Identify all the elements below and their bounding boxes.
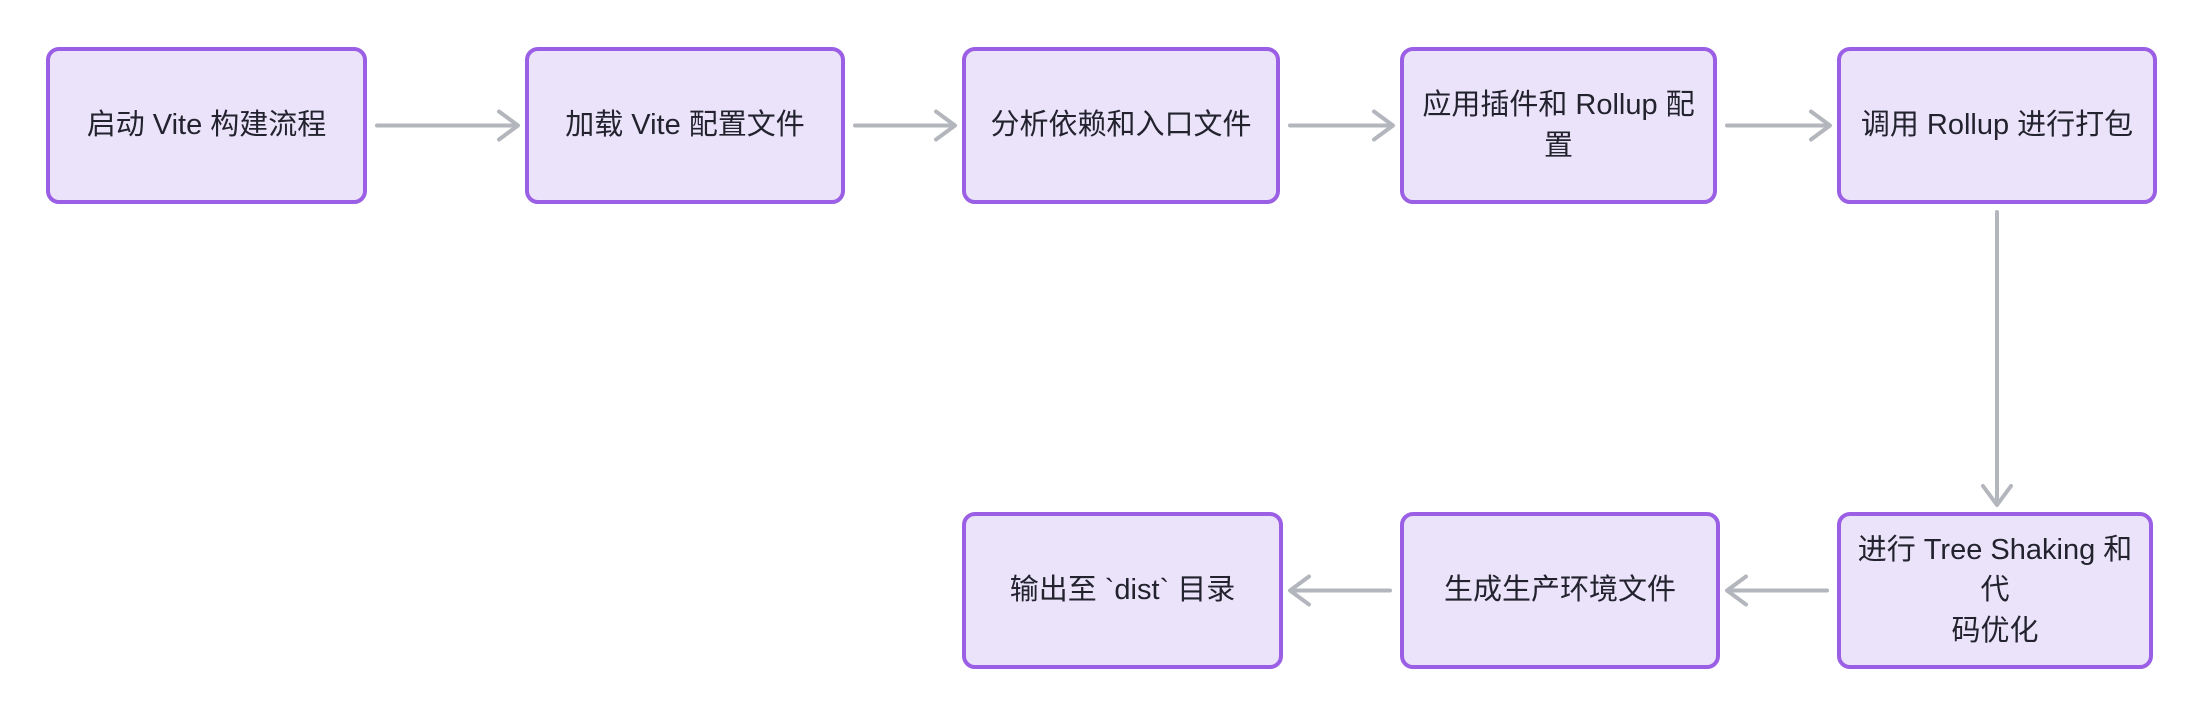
flow-node-rollup-bundle: 调用 Rollup 进行打包 [1837, 47, 2157, 204]
node-label-output-dist: 输出至 `dist` 目录 [1009, 574, 1236, 607]
arrow-analyze-to-apply-plugins-head [1372, 109, 1395, 142]
arrow-apply-plugins-to-rollup-bundle-head [1809, 109, 1832, 142]
flow-node-tree-shaking: 进行 Tree Shaking 和代 码优化 [1837, 512, 2153, 669]
node-label-rollup-bundle: 调用 Rollup 进行打包 [1860, 109, 2134, 142]
flow-node-start: 启动 Vite 构建流程 [46, 47, 367, 204]
flow-node-load-config: 加载 Vite 配置文件 [525, 47, 845, 204]
arrow-tree-shaking-to-generate-files-head [1725, 574, 1748, 607]
node-label-start: 启动 Vite 构建流程 [86, 109, 327, 142]
flow-node-output-dist: 输出至 `dist` 目录 [962, 512, 1283, 669]
node-label-apply-plugins: 应用插件和 Rollup 配置 [1422, 89, 1695, 162]
flow-node-analyze: 分析依赖和入口文件 [962, 47, 1280, 204]
arrow-rollup-bundle-to-tree-shaking-head [1981, 484, 2013, 507]
arrow-start-to-load-config-head [497, 109, 520, 142]
arrow-generate-files-to-output-dist-head [1288, 574, 1311, 607]
flow-node-apply-plugins: 应用插件和 Rollup 配置 [1400, 47, 1717, 204]
arrow-load-config-to-analyze-head [934, 109, 957, 142]
node-label-tree-shaking: 进行 Tree Shaking 和代 码优化 [1857, 534, 2133, 647]
flow-node-generate-files: 生成生产环境文件 [1400, 512, 1720, 669]
node-label-load-config: 加载 Vite 配置文件 [565, 109, 805, 142]
node-label-analyze: 分析依赖和入口文件 [990, 109, 1252, 142]
node-label-generate-files: 生成生产环境文件 [1443, 574, 1676, 607]
